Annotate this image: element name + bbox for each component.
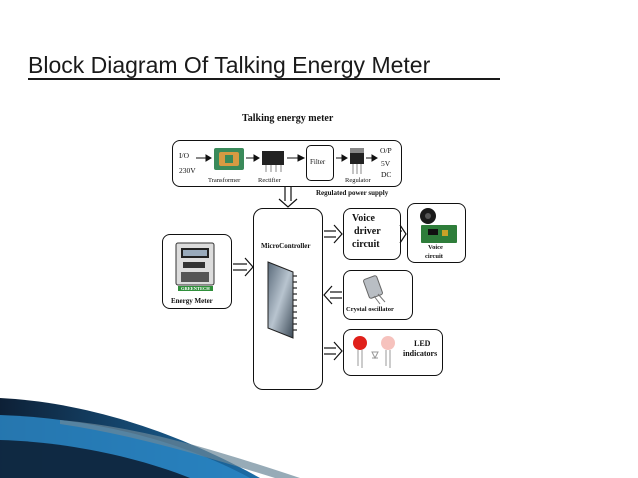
ps-arrow-3 <box>287 154 306 162</box>
arrow-meter-to-mcu <box>233 257 254 277</box>
input-voltage: 230V <box>179 166 196 175</box>
led-line2: indicators <box>403 349 438 358</box>
arrow-mcu-to-voice-driver <box>324 224 343 244</box>
transformer-icon <box>214 148 244 170</box>
voice-driver-line2: driver <box>354 226 381 237</box>
voice-circuit-board-icon <box>421 225 457 243</box>
meter-brand: GREENTECH <box>178 286 213 291</box>
energy-meter-icon <box>175 242 215 286</box>
arrow-power-to-mcu <box>278 187 298 208</box>
title-underline <box>28 78 500 80</box>
filter-label: Filter <box>310 158 326 166</box>
diagram-title: Talking energy meter <box>242 113 334 124</box>
ps-arrow-1 <box>196 154 212 162</box>
voice-circuit-line1: Voice <box>428 244 443 251</box>
ps-arrow-4 <box>336 154 348 162</box>
arrow-crystal-to-mcu <box>323 285 342 305</box>
led-icon <box>353 336 395 368</box>
microcontroller-label: MicroController <box>261 242 311 250</box>
input-label: I/O <box>179 151 189 160</box>
decorative-wave <box>0 398 300 478</box>
voice-driver-line3: circuit <box>352 239 380 250</box>
speaker-icon <box>420 208 436 224</box>
output-label: O/P <box>380 146 392 155</box>
output-voltage: 5V <box>381 159 391 168</box>
microcontroller-chip-icon <box>267 261 297 339</box>
crystal-oscillator-icon <box>363 275 386 305</box>
arrow-mcu-to-led <box>324 341 343 361</box>
ps-arrow-2 <box>246 154 260 162</box>
regulator-icon <box>350 148 364 174</box>
slide-title: Block Diagram Of Talking Energy Meter <box>28 52 431 78</box>
ps-arrow-5 <box>366 154 378 162</box>
filter-box <box>306 145 334 181</box>
rectifier-icon <box>262 151 284 172</box>
led-line1: LED <box>414 339 431 348</box>
crystal-oscillator-label: Crystal oscillator <box>346 306 394 313</box>
voice-driver-box <box>343 208 401 260</box>
rectifier-label: Rectifier <box>258 177 281 184</box>
transformer-label: Transformer <box>208 177 241 184</box>
power-supply-caption: Regulated power supply <box>316 189 389 197</box>
output-type: DC <box>381 170 392 179</box>
regulator-label: Regulator <box>345 177 371 184</box>
voice-circuit-line2: circuit <box>425 253 443 260</box>
voice-driver-line1: Voice <box>352 213 375 224</box>
arrow-driver-to-voice-circuit <box>399 224 407 244</box>
energy-meter-label: Energy Meter <box>171 297 213 305</box>
